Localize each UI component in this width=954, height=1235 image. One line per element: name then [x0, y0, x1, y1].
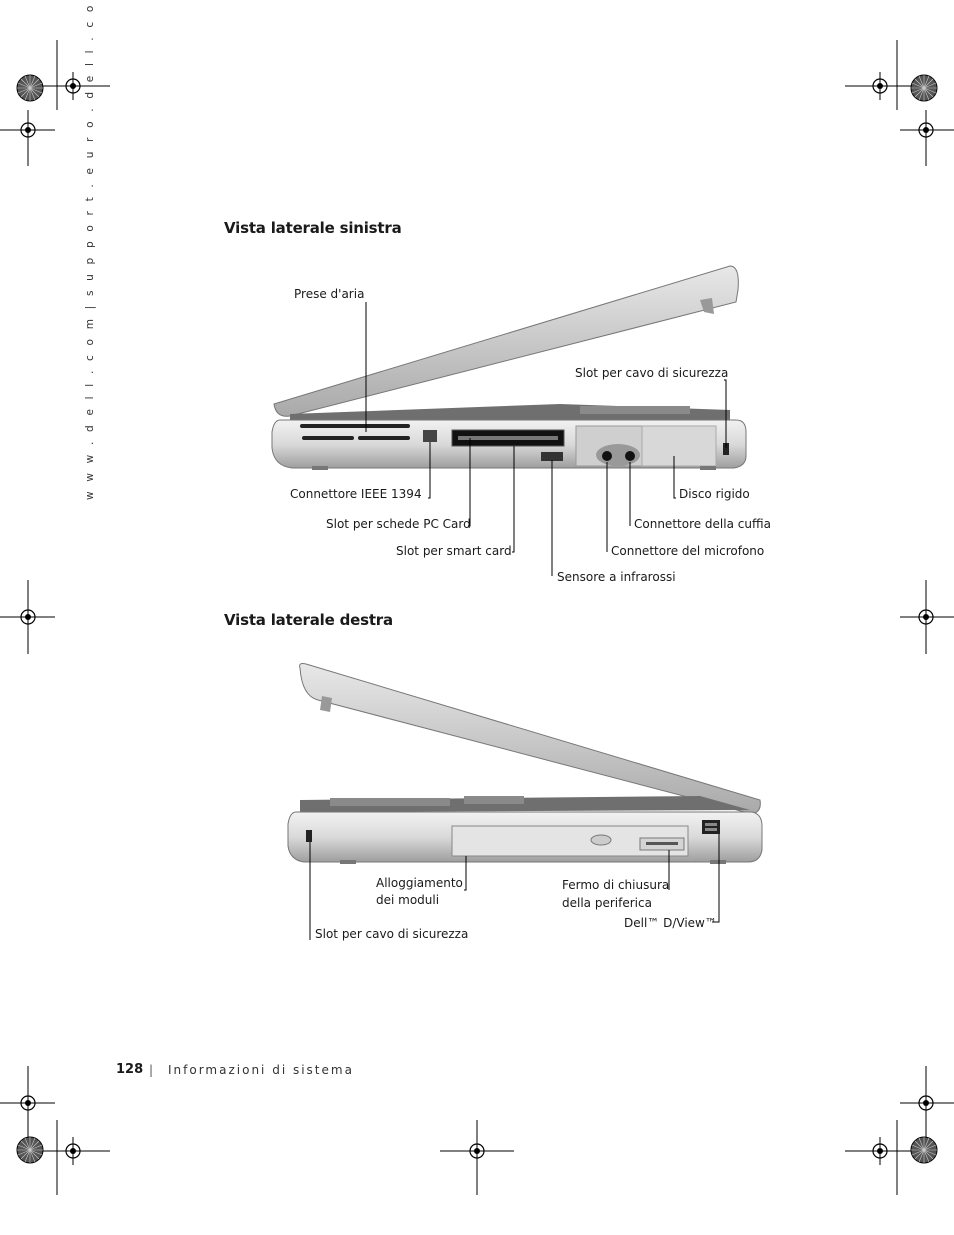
- label-device-latch-line2: della periferica: [562, 896, 652, 910]
- label-dview: Dell™ D/View™: [624, 916, 717, 930]
- footer-chapter-title: Informazioni di sistema: [168, 1063, 354, 1077]
- label-headphone-connector: Connettore della cuffia: [634, 517, 771, 531]
- laptop-right-illustration: [287, 663, 763, 864]
- label-ieee1394: Connettore IEEE 1394: [290, 487, 422, 501]
- label-module-bay-line2: dei moduli: [376, 893, 440, 907]
- label-module-bay-line1: Alloggiamento: [376, 876, 463, 890]
- label-microphone-connector: Connettore del microfono: [611, 544, 765, 558]
- label-pc-card-slot: Slot per schede PC Card: [326, 517, 471, 531]
- label-security-slot-right: Slot per cavo di sicurezza: [315, 927, 469, 941]
- section-title-right-view: Vista laterale destra: [224, 611, 393, 629]
- label-air-vents: Prese d'aria: [294, 287, 365, 301]
- label-hard-drive: Disco rigido: [679, 487, 750, 501]
- footer-separator: |: [149, 1063, 154, 1077]
- label-device-latch-line1: Fermo di chiusura: [562, 878, 670, 892]
- laptop-left-illustration: [271, 265, 747, 470]
- crop-marks: [0, 40, 954, 1195]
- side-url-text: w w w . d e l l . c o m | s u p p o r t …: [84, 0, 96, 500]
- label-security-slot-left: Slot per cavo di sicurezza: [575, 366, 729, 380]
- callout-leader-lines: [309, 302, 727, 940]
- label-smart-card-slot: Slot per smart card: [396, 544, 512, 558]
- label-infrared-sensor: Sensore a infrarossi: [557, 570, 676, 584]
- section-title-left-view: Vista laterale sinistra: [224, 219, 402, 237]
- page-number: 128: [116, 1062, 144, 1077]
